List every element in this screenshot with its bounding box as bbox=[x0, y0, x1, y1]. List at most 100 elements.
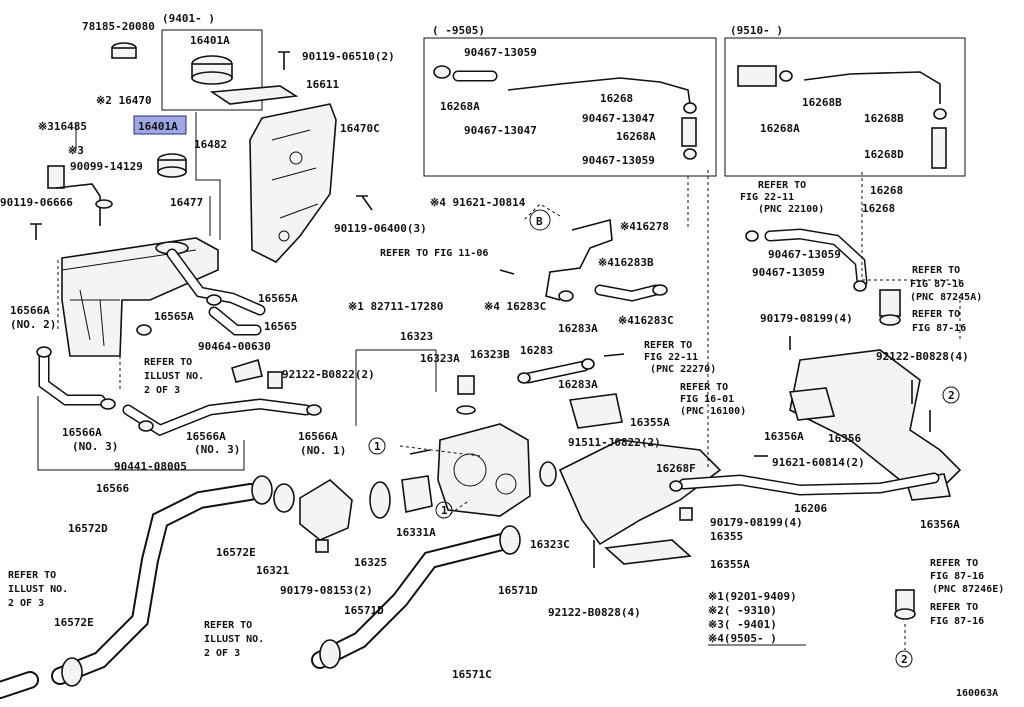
clamps-large[interactable] bbox=[61, 475, 521, 687]
studs-B0828-a[interactable] bbox=[911, 380, 931, 432]
label-16355A-a: 16355A bbox=[630, 416, 670, 429]
label-82711: ※1 82711-17280 bbox=[348, 300, 443, 313]
label-16355: 16355 bbox=[710, 530, 743, 543]
diagram-id: 160063A bbox=[956, 688, 998, 699]
label-refer-illust-a1: REFER TO bbox=[144, 357, 192, 368]
label-16566A-no2: 16566A bbox=[10, 304, 50, 317]
grommet-82711[interactable] bbox=[267, 371, 283, 389]
label-16283: 16283 bbox=[520, 344, 553, 357]
stud-B0822[interactable] bbox=[409, 449, 431, 455]
label-16356: 16356 bbox=[828, 432, 861, 445]
clamps-left[interactable] bbox=[36, 294, 322, 432]
bolt-06400[interactable] bbox=[356, 195, 373, 211]
label-90119-06510: 90119-06510(2) bbox=[302, 50, 395, 63]
legend-item-3: ※3( -9401) bbox=[708, 618, 777, 631]
label-refer-87-16b-1: REFER TO bbox=[912, 309, 960, 320]
water-inlet-16321[interactable] bbox=[299, 479, 353, 541]
label-90467-13059-b: 90467-13059 bbox=[582, 154, 655, 167]
label-16268A-c: 16268A bbox=[760, 122, 800, 135]
label-refer-illust-b3: 2 OF 3 bbox=[8, 598, 44, 609]
callout-circle-2b bbox=[895, 650, 913, 668]
label-refer-87-16c-2: FIG 87-16 bbox=[930, 571, 984, 582]
label-16323B: 16323B bbox=[470, 348, 510, 361]
label-refer-16-01-2: FIG 16-01 bbox=[680, 394, 734, 405]
label-range-9401: (9401- ) bbox=[162, 12, 215, 25]
gasket-pipe[interactable] bbox=[539, 461, 557, 487]
label-90467-13059-a: 90467-13059 bbox=[464, 46, 537, 59]
label-16572E-b: 16572E bbox=[54, 616, 94, 629]
label-refer-87-16c-3: (PNC 87246E) bbox=[932, 584, 1004, 595]
label-no2: (NO. 2) bbox=[10, 318, 56, 331]
label-refer-illust-b2: ILLUST NO. bbox=[8, 584, 68, 595]
reservoir-cap[interactable] bbox=[157, 153, 187, 178]
label-refer-22-11b-2: FIG 22-11 bbox=[644, 352, 698, 363]
label-refer-87-16a-3: (PNC 87245A) bbox=[910, 292, 982, 303]
inset-cap[interactable] bbox=[191, 55, 233, 85]
pipe-stub[interactable] bbox=[603, 353, 625, 357]
clip-90464[interactable] bbox=[231, 358, 263, 383]
small-cap-78185[interactable] bbox=[111, 42, 137, 59]
label-90467-13047-a: 90467-13047 bbox=[582, 112, 655, 125]
label-16268-a: 16268 bbox=[600, 92, 633, 105]
label-refer-22-11b-1: REFER TO bbox=[644, 340, 692, 351]
legend-item-2: ※2( -9310) bbox=[708, 604, 777, 617]
label-16323: 16323 bbox=[400, 330, 433, 343]
bracket-16470C[interactable] bbox=[249, 103, 337, 263]
gasket-16355A-b[interactable] bbox=[604, 539, 692, 565]
water-pipe-16355[interactable] bbox=[558, 439, 722, 546]
label-16356A-a: 16356A bbox=[764, 430, 804, 443]
bracket-16611[interactable] bbox=[209, 85, 299, 105]
clamp-16268F[interactable] bbox=[669, 480, 683, 492]
gasket-16356A-a[interactable] bbox=[788, 387, 836, 421]
label-16323C: 16323C bbox=[530, 538, 570, 551]
label-16470C: 16470C bbox=[340, 122, 380, 135]
reservoir-tank[interactable] bbox=[61, 237, 219, 357]
label-92122-B0822: 92122-B0822(2) bbox=[282, 368, 375, 381]
label-90464: 90464-00630 bbox=[198, 340, 271, 353]
label-16571D-a: 16571D bbox=[498, 584, 538, 597]
gasket-16355A-a[interactable] bbox=[568, 393, 623, 429]
label-refer-illust-c3: 2 OF 3 bbox=[204, 648, 240, 659]
intake-16356[interactable] bbox=[789, 349, 962, 491]
bracket-16278[interactable] bbox=[545, 218, 613, 301]
label-16268D: 16268D bbox=[864, 148, 904, 161]
label-16278: ※416278 bbox=[620, 220, 669, 233]
label-90179-08199-b: 90179-08199(4) bbox=[710, 516, 803, 529]
label-refer-illust-c1: REFER TO bbox=[204, 620, 252, 631]
stud-08153[interactable] bbox=[315, 539, 329, 553]
label-92122-B0828-b: 92122-B0828(4) bbox=[548, 606, 641, 619]
label-x3: ※3 bbox=[68, 144, 84, 157]
label-B: B bbox=[536, 215, 543, 228]
inset-box-9505 bbox=[423, 37, 717, 177]
label-91621-J0814: ※4 91621-J0814 bbox=[430, 196, 526, 209]
label-16611: 16611 bbox=[306, 78, 339, 91]
level-sensor[interactable] bbox=[47, 165, 113, 226]
plug-16323A[interactable] bbox=[457, 375, 475, 395]
label-16566A-no1: 16566A bbox=[298, 430, 338, 443]
nut-08199-b[interactable] bbox=[679, 507, 693, 521]
label-16356A-b: 16356A bbox=[920, 518, 960, 531]
bolt-J0814[interactable] bbox=[499, 269, 515, 275]
thermostat-16331A[interactable] bbox=[401, 475, 433, 513]
label-16571D-b: 16571D bbox=[344, 604, 384, 617]
label-90179-08199-a: 90179-08199(4) bbox=[760, 312, 853, 325]
label-refer-illust-c2: ILLUST NO. bbox=[204, 634, 264, 645]
label-16566: 16566 bbox=[96, 482, 129, 495]
outlet-housing-16323[interactable] bbox=[437, 423, 531, 517]
callout-circle-2a bbox=[942, 386, 960, 404]
inset-box-9401 bbox=[161, 29, 263, 111]
bolt-06666[interactable] bbox=[30, 223, 42, 240]
callout-B bbox=[529, 209, 551, 231]
label-16283A-a: 16283A bbox=[558, 322, 598, 335]
pipe-87245A[interactable] bbox=[879, 289, 901, 317]
label-range-9505: ( -9505) bbox=[432, 24, 485, 37]
gasket-16323B[interactable] bbox=[456, 405, 476, 415]
label-16566A-no3a: 16566A bbox=[62, 426, 102, 439]
label-16283A-b: 16283A bbox=[558, 378, 598, 391]
gasket-16325[interactable] bbox=[369, 481, 391, 519]
label-16401A-highlighted[interactable]: 16401A bbox=[138, 120, 178, 133]
bolt-06510[interactable] bbox=[278, 51, 290, 70]
label-16331A: 16331A bbox=[396, 526, 436, 539]
label-circle1-a: 1 bbox=[374, 440, 381, 453]
